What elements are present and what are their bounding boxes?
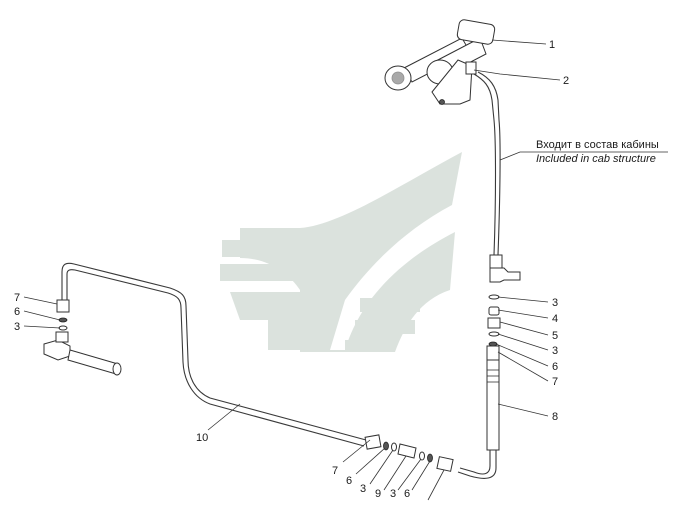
horn-bell-inner: [391, 71, 405, 85]
callout-b6: 6: [346, 475, 352, 487]
left-fitting-cluster: [43, 299, 122, 376]
horn-fitting: [465, 61, 477, 75]
leader-l6: [23, 310, 61, 321]
leader-b3b: [397, 458, 422, 491]
leader-b9: [383, 455, 407, 491]
watermark-bar-5: [345, 340, 390, 352]
leader-r3b: [497, 333, 549, 351]
callout-10: 10: [196, 432, 208, 444]
leader-lines: [23, 39, 668, 501]
callout-8: 8: [552, 411, 558, 423]
callout-b6b: 6: [404, 488, 410, 500]
left-valve-knob: [112, 362, 122, 376]
leader-b6: [355, 447, 386, 475]
horn-mounting-plate: [456, 19, 496, 45]
callout-2: 2: [563, 75, 569, 87]
right-hose-bend: [459, 450, 491, 475]
leader-r5: [499, 321, 549, 336]
leader-2: [473, 69, 561, 81]
left-washer: [58, 325, 68, 331]
bottom-fitting-cluster: [364, 434, 454, 472]
callout-r5: 5: [552, 330, 558, 342]
leader-b7: [342, 439, 371, 463]
note-russian: Входит в состав кабины: [536, 139, 659, 151]
callout-labels: 1 2 3 4 5 3 6 7 8 7 6 3 10 7 6 3 9 3 6: [14, 39, 569, 500]
callout-b3b: 3: [390, 488, 396, 500]
leader-b3a: [369, 449, 394, 485]
callout-r6: 6: [552, 361, 558, 373]
right-hose-nut: [486, 345, 500, 361]
callout-r4: 4: [552, 313, 558, 325]
bottom-washer-b: [419, 451, 425, 461]
leader-note: [499, 151, 668, 161]
callout-b7: 7: [332, 465, 338, 477]
right-seal: [488, 341, 498, 347]
callout-r3a: 3: [552, 297, 558, 309]
watermark-logo: [220, 152, 462, 352]
callout-r7: 7: [552, 376, 558, 388]
left-valve-handle: [67, 349, 119, 375]
leader-b6b: [411, 460, 431, 491]
right-fitting-stack: [486, 294, 501, 361]
watermark-chevron: [230, 292, 300, 350]
leader-l3: [23, 325, 61, 329]
callout-b3a: 3: [360, 483, 366, 495]
right-union: [487, 317, 501, 329]
callout-l3: 3: [14, 321, 20, 333]
watermark-bar-4: [355, 320, 415, 334]
leader-r7: [497, 351, 549, 382]
watermark-bar-3: [360, 298, 420, 312]
right-washer-b: [488, 331, 500, 337]
leader-10: [207, 403, 241, 431]
main-pipe: [61, 262, 367, 447]
right-hose-body: [486, 359, 500, 451]
bottom-hose-nut: [436, 456, 454, 472]
right-air-line: [473, 71, 521, 283]
right-hose-bend-b: [457, 450, 497, 479]
note-english: Included in cab structure: [536, 153, 656, 165]
main-pipe-edge-b: [66, 269, 365, 447]
left-seal: [58, 317, 68, 323]
horn-bracket-hole: [439, 99, 445, 105]
leader-l7: [23, 296, 58, 305]
right-pipe-outer: [473, 73, 497, 256]
callout-l6: 6: [14, 306, 20, 318]
main-pipe-edge-a: [61, 262, 367, 441]
horn-assembly: [384, 19, 496, 105]
callout-l7: 7: [14, 292, 20, 304]
bottom-washer-a: [391, 442, 397, 452]
right-nut: [488, 306, 500, 316]
leader-b-extra: [427, 469, 445, 501]
watermark-wing-lower: [300, 232, 455, 352]
right-washer-a: [488, 294, 500, 300]
right-elbow-fitting: [489, 267, 521, 283]
watermark-bar-2: [220, 264, 302, 281]
watermark-wing-upper: [240, 152, 462, 350]
bottom-coupling: [397, 443, 417, 459]
watermark-bar-1: [222, 240, 304, 257]
callout-r3b: 3: [552, 345, 558, 357]
left-valve-stem: [55, 331, 69, 343]
bottom-seal-b: [427, 453, 433, 463]
callout-1: 1: [549, 39, 555, 51]
leader-r6: [495, 343, 549, 367]
left-valve-body: [43, 339, 71, 361]
left-nut: [56, 299, 70, 313]
leader-8: [497, 403, 549, 417]
leader-r3a: [497, 296, 549, 303]
right-hose: [457, 359, 500, 479]
right-upper-connector: [489, 254, 503, 270]
callout-b9: 9: [375, 488, 381, 500]
right-pipe-outer-b: [477, 71, 501, 256]
leader-1: [491, 39, 547, 45]
leader-r4: [497, 309, 549, 319]
